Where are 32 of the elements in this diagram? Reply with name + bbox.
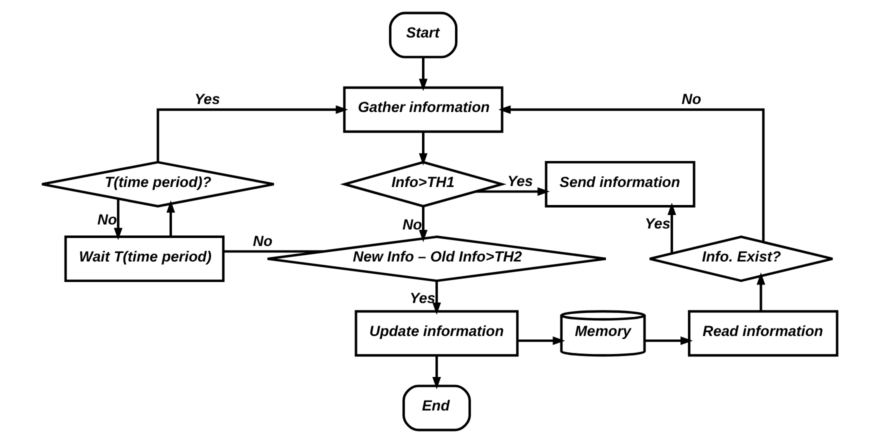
node-box: Gather information: [342, 86, 503, 133]
arrow: [476, 187, 550, 196]
arrow: [113, 198, 122, 240]
node-box: Start: [388, 12, 457, 58]
node-box: Update information: [354, 310, 518, 357]
node-box: Read information: [687, 310, 838, 357]
node-box: End: [402, 384, 470, 432]
connector: [223, 250, 324, 253]
arrow: [498, 105, 764, 242]
edge-label: No: [96, 212, 116, 229]
node-box: Wait T(time period): [64, 236, 224, 282]
arrow: [156, 105, 348, 162]
arrow: [516, 336, 565, 345]
arrow: [756, 272, 765, 311]
edge-label: Yes: [409, 290, 435, 307]
arrow: [418, 206, 428, 242]
node-diamond: Info. Exist?: [648, 236, 834, 282]
edge-label: No: [402, 217, 422, 234]
edge-label: Yes: [644, 216, 670, 232]
arrow: [667, 202, 676, 254]
arrow: [644, 336, 692, 345]
arrow: [166, 200, 175, 236]
edge-label: No: [681, 92, 701, 108]
edge-label: Yes: [506, 174, 532, 190]
node-diamond: Info>TH1: [340, 160, 506, 208]
node-diamond: T(time period)?: [40, 160, 275, 208]
arrow: [418, 132, 428, 166]
node-box: Send information: [544, 160, 695, 208]
arrow: [432, 281, 440, 315]
arrow: [432, 356, 440, 390]
arrow: [418, 57, 428, 91]
edge-label: Yes: [194, 92, 220, 108]
